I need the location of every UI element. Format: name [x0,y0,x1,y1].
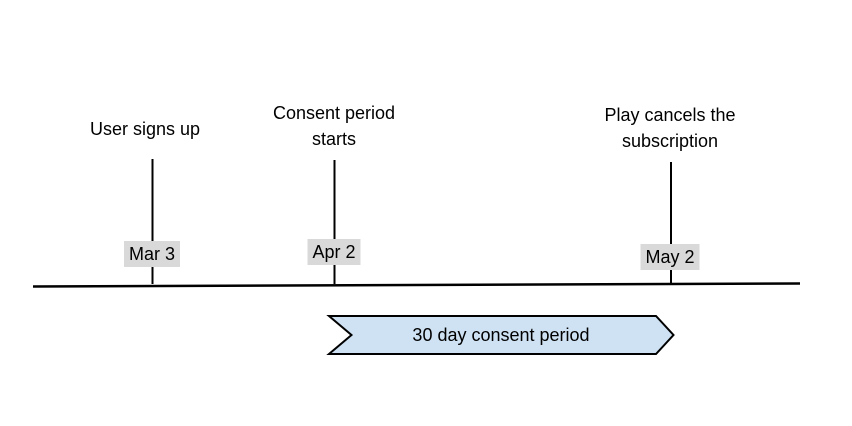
date-chip-mar-3: Mar 3 [123,241,181,267]
event-label-play-cancels-subscription: Play cancels the subscription [604,105,736,151]
consent-period-banner-label: 30 day consent period [412,325,590,345]
timeline-axis-line [32,282,801,288]
event-label-consent-period-starts: Consent period starts [272,103,396,149]
date-chip-may-2: May 2 [640,244,700,270]
consent-period-arrow [326,315,675,355]
date-chip-apr-2: Apr 2 [307,239,361,265]
event-label-user-signs-up: User signs up [89,119,201,139]
